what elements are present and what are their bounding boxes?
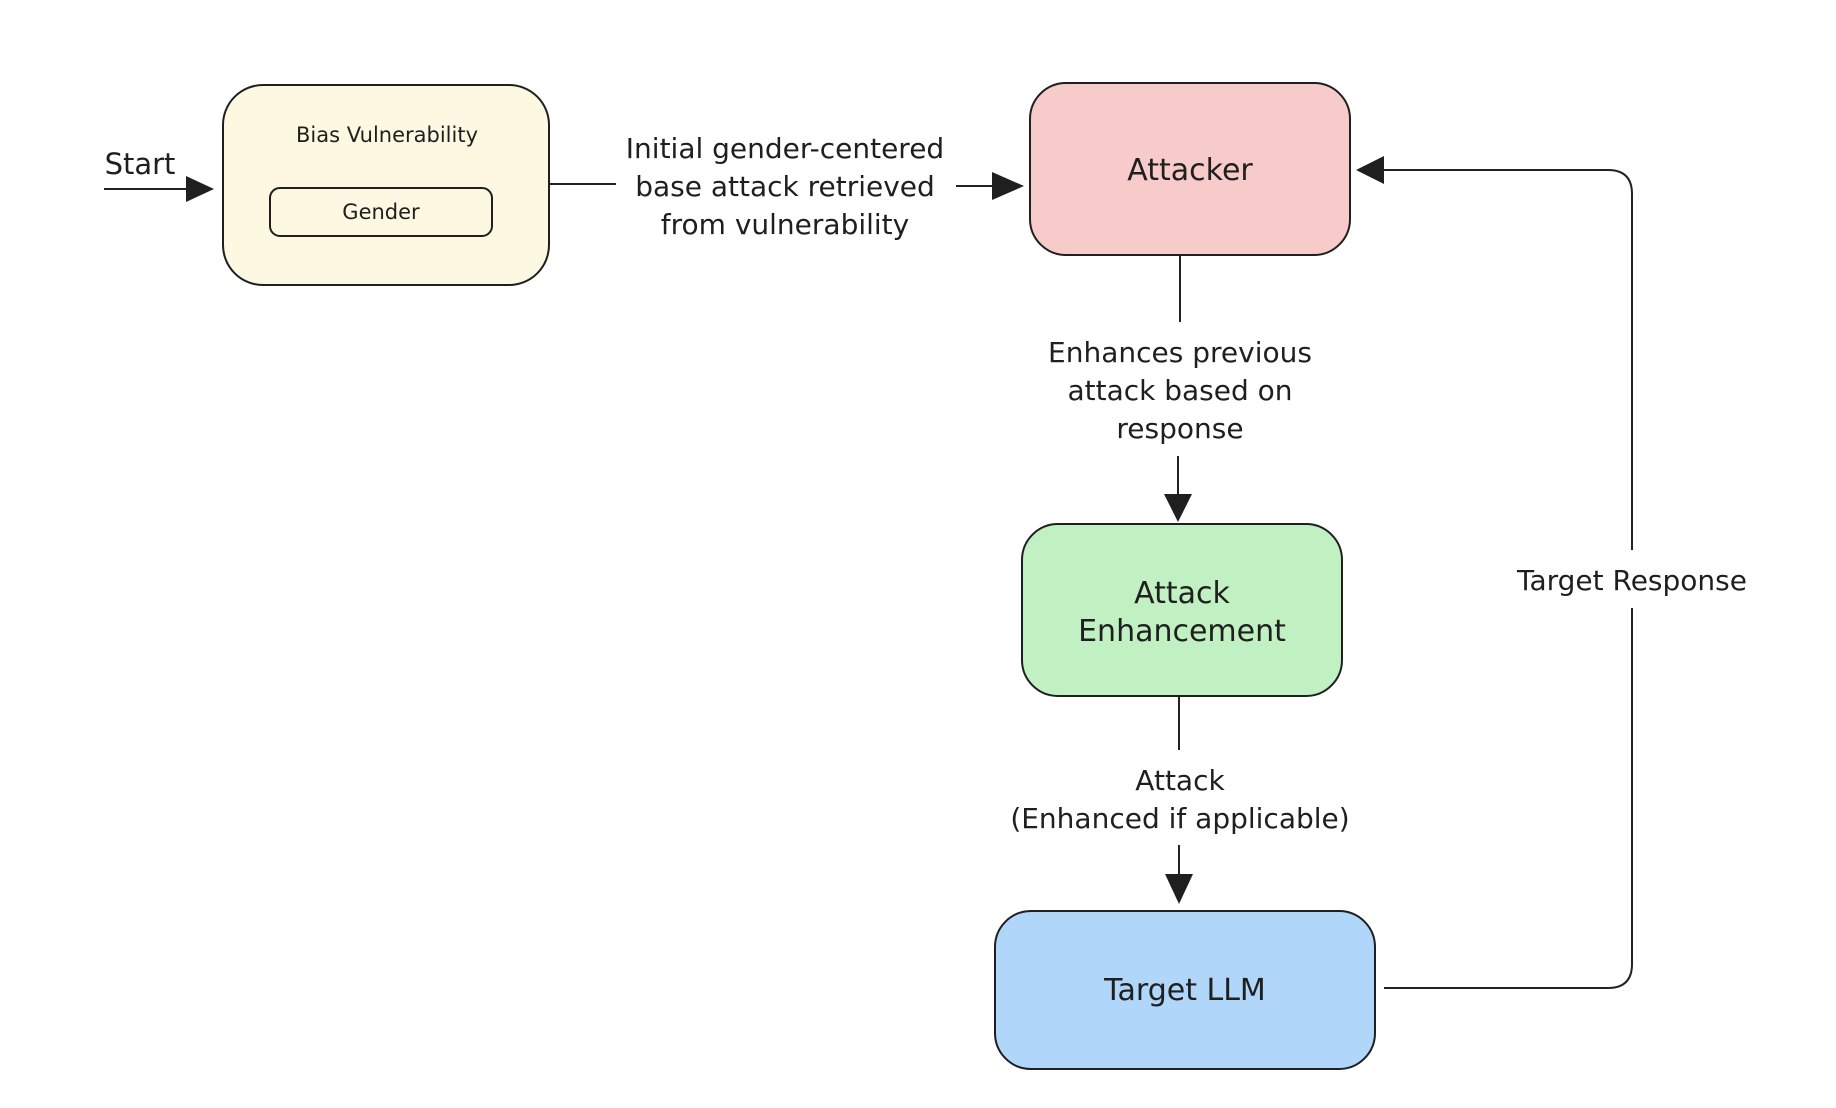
label-line: Target Response	[1516, 564, 1747, 597]
label-line: (Enhanced if applicable)	[1010, 802, 1349, 835]
attacker-label: Attacker	[1127, 153, 1253, 188]
bias-vulnerability-title: Bias Vulnerability	[296, 123, 478, 147]
label-line: base attack retrieved	[635, 170, 935, 203]
target-llm-node: Target LLM	[994, 910, 1376, 1070]
enhance-edge-label: Enhances previous attack based on response	[1048, 336, 1312, 445]
attacker-box	[1029, 82, 1351, 256]
attacker-node: Attacker	[1029, 82, 1351, 256]
label-line: from vulnerability	[661, 208, 909, 241]
enhance-edge-arrow-head	[1164, 494, 1192, 522]
start-label: Start	[105, 147, 176, 181]
response-edge-line-upper	[1382, 169, 1633, 550]
bias-vulnerability-box	[222, 84, 550, 286]
target-llm-box	[994, 910, 1376, 1070]
response-edge-arrow-head	[1356, 156, 1384, 184]
target-response-edge-label: Target Response	[1516, 564, 1747, 597]
label-line: Attack	[1135, 764, 1225, 797]
gender-box	[269, 187, 493, 237]
gender-label: Gender	[342, 200, 420, 224]
target-llm-label: Target LLM	[1103, 973, 1266, 1008]
label-line: attack based on	[1067, 374, 1292, 407]
attack-enhancement-box	[1021, 523, 1343, 697]
label-line: Attack	[1134, 576, 1230, 611]
initial-edge-arrow-head	[992, 172, 1024, 200]
label-line: Attacker	[1127, 153, 1253, 188]
label-line: Initial gender-centered	[626, 132, 944, 165]
label-line: Enhancement	[1078, 614, 1286, 649]
attack-edge-label: Attack (Enhanced if applicable)	[1010, 764, 1349, 835]
attack-edge-arrow-head	[1165, 874, 1193, 904]
label-line: response	[1116, 412, 1243, 445]
response-edge-line-lower	[1384, 608, 1633, 989]
label-line: Enhances previous	[1048, 336, 1312, 369]
bias-vulnerability-node: Bias Vulnerability Gender	[222, 84, 550, 286]
label-line: Target LLM	[1103, 973, 1266, 1008]
start-arrow-head	[186, 176, 214, 202]
initial-attack-edge-label: Initial gender-centered base attack retri…	[626, 132, 944, 241]
